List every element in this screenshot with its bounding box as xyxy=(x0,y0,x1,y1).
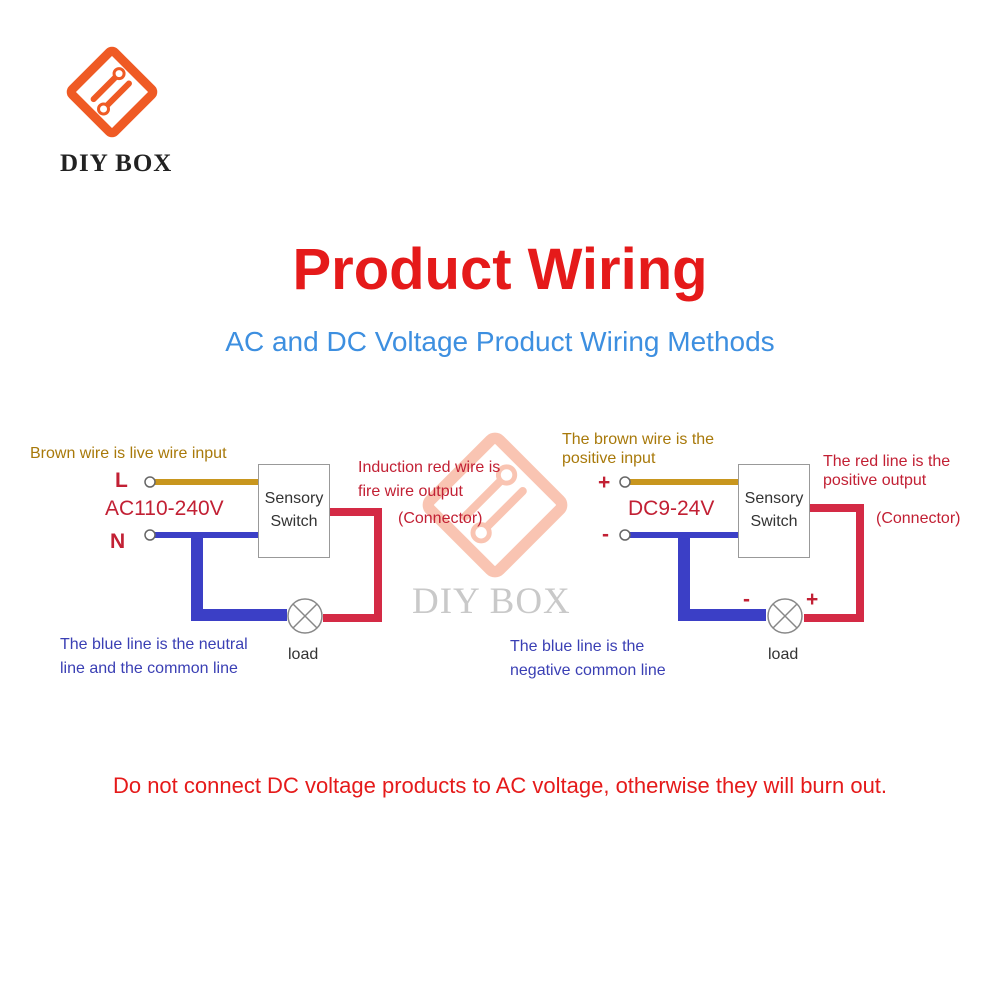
ac-blue-wire-label: The blue line is the neutral line and th… xyxy=(60,633,248,681)
page-subtitle: AC and DC Voltage Product Wiring Methods xyxy=(225,326,775,357)
dc-negative-terminal xyxy=(619,529,631,541)
ac-red-label-line1: Induction red wire is xyxy=(358,459,501,476)
dc-voltage-label: DC9-24V xyxy=(628,497,715,520)
ac-brown-wire-label: Brown wire is live wire input xyxy=(30,445,227,462)
ac-load-label: load xyxy=(288,646,319,663)
dc-red-label-line1: The red line is the xyxy=(823,453,951,470)
dc-positive-terminal xyxy=(619,476,631,488)
dc-negative-label: - xyxy=(602,523,609,546)
dc-red-wire xyxy=(804,504,864,622)
dc-blue-label-line2: negative common line xyxy=(510,662,666,679)
dc-load-positive-label: + xyxy=(806,588,819,611)
dc-red-label-line2: positive output xyxy=(823,472,927,489)
ac-load-lamp-icon xyxy=(287,598,323,634)
ac-red-wire xyxy=(323,508,382,622)
dc-brown-label-line1: The brown wire is the xyxy=(562,431,715,448)
diy-box-logo-icon xyxy=(66,46,158,138)
dc-load-lamp-icon xyxy=(767,598,803,634)
dc-load-negative-label: - xyxy=(743,588,750,611)
dc-positive-label: + xyxy=(598,471,611,494)
page-title: Product Wiring xyxy=(292,237,708,302)
dc-brown-label-line2: positive input xyxy=(562,450,656,467)
ac-blue-wire-to-load xyxy=(191,535,287,621)
dc-connector-label: (Connector) xyxy=(876,510,961,527)
watermark-text: DIY BOX xyxy=(412,581,571,622)
watermark-logo-icon xyxy=(422,432,568,578)
ac-switch-line1: Sensory xyxy=(264,490,324,507)
dc-sensory-switch-box: Sensory Switch xyxy=(738,464,810,558)
ac-neutral-terminal xyxy=(144,529,156,541)
dc-blue-wire-label: The blue line is the negative common lin… xyxy=(510,635,666,683)
dc-blue-wire-to-load xyxy=(678,535,766,621)
dc-load-label: load xyxy=(768,646,799,663)
dc-switch-line1: Sensory xyxy=(744,490,804,507)
ac-blue-label-line1: The blue line is the neutral xyxy=(60,636,248,653)
ac-blue-label-line2: line and the common line xyxy=(60,660,238,677)
dc-brown-wire-label: The brown wire is the positive input xyxy=(562,430,714,468)
ac-live-terminal xyxy=(144,476,156,488)
ac-live-label: L xyxy=(115,469,128,492)
brand-name: DIY BOX xyxy=(60,150,173,177)
ac-sensory-switch-box: Sensory Switch xyxy=(258,464,330,558)
ac-red-label-line2: fire wire output xyxy=(358,483,463,500)
dc-red-wire-label: The red line is the positive output xyxy=(823,452,950,490)
dc-switch-line2: Switch xyxy=(750,513,798,530)
ac-connector-label: (Connector) xyxy=(398,510,483,527)
dc-blue-label-line1: The blue line is the xyxy=(510,638,645,655)
warning-text: Do not connect DC voltage products to AC… xyxy=(112,773,888,798)
ac-neutral-label: N xyxy=(110,530,126,553)
ac-red-wire-label: Induction red wire is fire wire output xyxy=(358,456,500,504)
ac-voltage-label: AC110-240V xyxy=(105,497,224,520)
ac-switch-line2: Switch xyxy=(270,513,318,530)
